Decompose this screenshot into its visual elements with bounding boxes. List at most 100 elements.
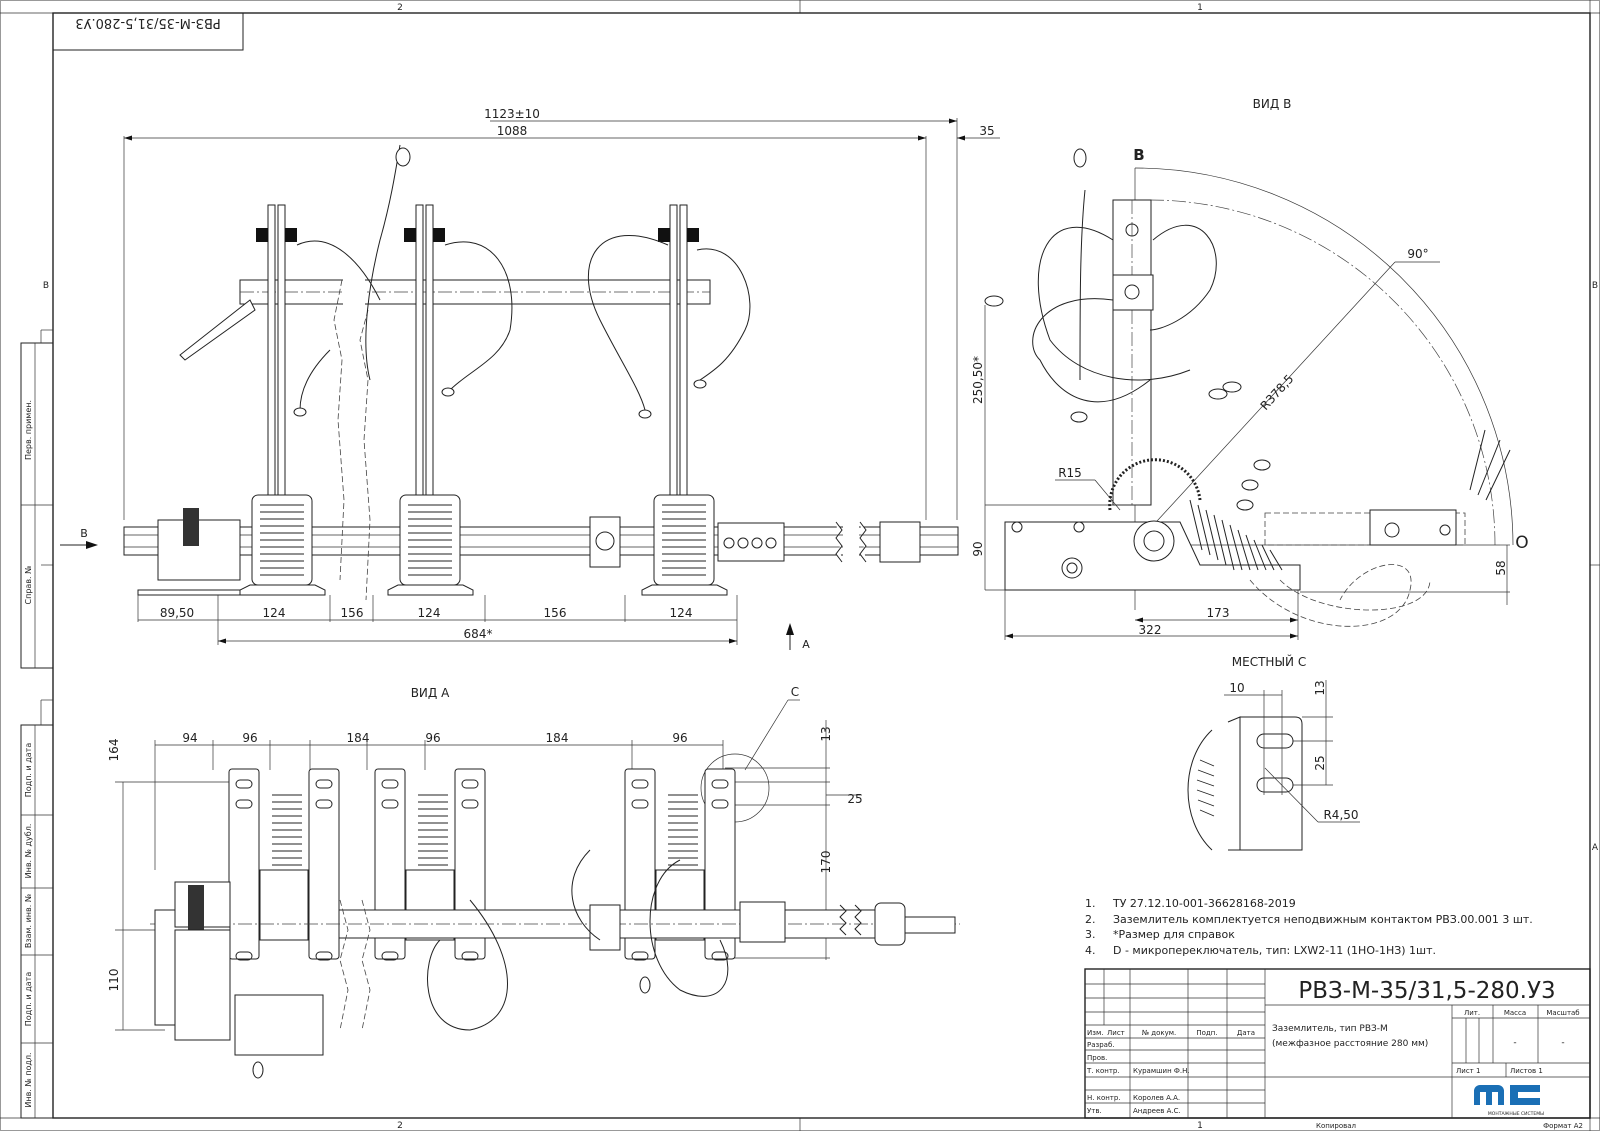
role-n-kontr: Н. контр. [1087, 1094, 1121, 1102]
header-doc: № докум. [1142, 1029, 1177, 1037]
role-t-kontr: Т. контр. [1086, 1067, 1120, 1075]
detail-c-dim-25: 25 [1313, 755, 1327, 770]
view-a-pole-1 [228, 768, 340, 961]
side-label-podp-data-2: Подп. и дата [24, 972, 33, 1027]
arrow-a-label: А [802, 638, 810, 651]
header-date: Дата [1237, 1029, 1255, 1037]
dim-684: 684* [464, 627, 493, 641]
arrow-b-label: В [80, 527, 88, 540]
name-utv: Андреев А.С. [1133, 1107, 1181, 1115]
side-label-perv-primen: Перв. примен. [24, 400, 33, 460]
scale-value: - [1561, 1038, 1564, 1048]
detail-c-dim-10: 10 [1229, 681, 1244, 695]
dim-bottom-124-c: 124 [670, 606, 693, 620]
view-a-dim-110: 110 [107, 969, 121, 992]
view-a-dim-96-a: 96 [242, 731, 257, 745]
note-number: 2. [1085, 912, 1096, 926]
view-b-dim-322: 322 [1139, 623, 1162, 637]
side-label-inv-podl: Инв. № подл. [24, 1052, 33, 1107]
note-number: 4. [1085, 943, 1096, 957]
side-strip: Перв. примен. Справ. № Подп. и дата Инв.… [20, 329, 54, 1119]
company-logo: МОНТАЖНЫЕ СИСТЕМЫ [1474, 1085, 1544, 1117]
view-a-dim-25: 25 [847, 792, 862, 806]
view-b-title: ВИД В [1253, 97, 1292, 111]
sheet-label: Лист 1 [1456, 1067, 1480, 1075]
side-label-podp-data-1: Подп. и дата [24, 743, 33, 798]
side-label-sprav-no: Справ. № [24, 565, 33, 605]
note-4: 4. D - микропереключатель, тип: LXW2-11 (… [1085, 943, 1533, 959]
view-b-dim-58: 58 [1494, 560, 1508, 575]
header-izm: Изм. [1087, 1029, 1103, 1037]
dim-bottom-89-50: 89,50 [160, 606, 194, 620]
view-b-dim-173: 173 [1207, 606, 1230, 620]
copied-label: Копировал [1316, 1122, 1356, 1130]
detail-c: МЕСТНЫЙ С 10 13 25 R4,50 [1187, 654, 1360, 851]
pole-2 [365, 144, 513, 596]
view-a-dim-164: 164 [107, 739, 121, 762]
role-prov: Пров. [1087, 1054, 1107, 1062]
view-a-dim-94: 94 [182, 731, 197, 745]
dim-overall-1123: 1123±10 [484, 107, 540, 121]
note-text: D - микропереключатель, тип: LXW2-11 (1Н… [1113, 943, 1437, 957]
note-3: 3. *Размер для справок [1085, 927, 1533, 943]
zone-number-bottom-2: 2 [397, 1121, 403, 1131]
zone-number-bottom-1: 1 [1197, 1121, 1203, 1131]
technical-notes: 1. ТУ 27.12.10-001-36628168-2019 2. Заземл… [1085, 896, 1533, 958]
title-block: РВЗ-М-35/31,5-280.У3 Заземлитель, тип РВ… [1084, 968, 1591, 1119]
detail-c-dim-13: 13 [1313, 680, 1327, 695]
view-a: ВИД А С 94 96 184 96 184 96 164 110 [107, 685, 960, 1079]
zone-number-top-1: 1 [1197, 3, 1203, 13]
pole-1 [179, 204, 381, 596]
header-list: Лист [1107, 1029, 1125, 1037]
dim-bottom-156-b: 156 [544, 606, 567, 620]
zone-letter-right-a: А [1592, 843, 1599, 853]
detail-c-title: МЕСТНЫЙ С [1232, 654, 1306, 669]
note-text: Заземлитель комплектуется неподвижным ко… [1113, 912, 1533, 926]
view-b-radius-r378: R378,5 [1258, 372, 1297, 413]
note-text: ТУ 27.12.10-001-36628168-2019 [1113, 897, 1296, 910]
pole-3 [587, 204, 751, 596]
view-a-dim-184-a: 184 [347, 731, 370, 745]
view-a-dim-13: 13 [819, 726, 833, 741]
view-a-title: ВИД А [411, 686, 450, 700]
lit-label: Лит. [1464, 1009, 1480, 1017]
view-a-dim-96-c: 96 [672, 731, 687, 745]
role-razrab: Разраб. [1087, 1041, 1115, 1049]
note-text: *Размер для справок [1113, 928, 1235, 941]
name-n-kontr: Королев А.А. [1133, 1094, 1180, 1102]
name-t-kontr: Курамшин Ф.Н. [1133, 1067, 1190, 1075]
view-b-angle-90: 90° [1407, 247, 1428, 261]
product-name-line1: Заземлитель, тип РВЗ-М [1272, 1024, 1388, 1034]
zone-letter-right-b: В [1592, 281, 1598, 291]
view-b-dim-250-50: 250,50* [971, 356, 985, 404]
format-label: Формат А2 [1543, 1122, 1583, 1130]
zone-letter-left-b: В [43, 281, 49, 291]
designation-title: РВЗ-М-35/31,5-280.У3 [1298, 978, 1555, 1004]
mass-value: - [1513, 1038, 1516, 1048]
dim-35: 35 [979, 124, 994, 138]
view-b-letter-o: O [1515, 533, 1528, 553]
rotated-designation-stamp: РВЗ-М-35/31,5-280.У3 [52, 12, 244, 51]
view-b-letter-b: В [1133, 146, 1144, 164]
view-b-r15: R15 [1058, 466, 1082, 480]
note-1: 1. ТУ 27.12.10-001-36628168-2019 [1085, 896, 1533, 912]
view-b-dim-90: 90 [971, 541, 985, 556]
role-utv: Утв. [1087, 1107, 1102, 1115]
note-number: 3. [1085, 928, 1096, 941]
detail-c-radius: R4,50 [1323, 808, 1358, 822]
rotated-designation-text: РВЗ-М-35/31,5-280.У3 [75, 15, 220, 30]
side-label-vzam-inv: Взам. инв. № [24, 893, 33, 948]
view-b: ВИД В В O 90° R378,5 [971, 97, 1529, 640]
scale-label: Масштаб [1546, 1009, 1579, 1017]
dim-bottom-124-b: 124 [418, 606, 441, 620]
dim-1088: 1088 [497, 124, 528, 138]
side-label-inv-dubl: Инв. № дубл. [24, 824, 33, 879]
dim-bottom-124-a: 124 [263, 606, 286, 620]
note-number: 1. [1085, 897, 1096, 910]
sheets-label: Листов 1 [1510, 1067, 1543, 1075]
header-sign: Подп. [1196, 1029, 1217, 1037]
mass-label: Масса [1504, 1009, 1526, 1017]
product-name-line2: (межфазное расстояние 280 мм) [1272, 1039, 1428, 1049]
view-a-dim-184-b: 184 [546, 731, 569, 745]
